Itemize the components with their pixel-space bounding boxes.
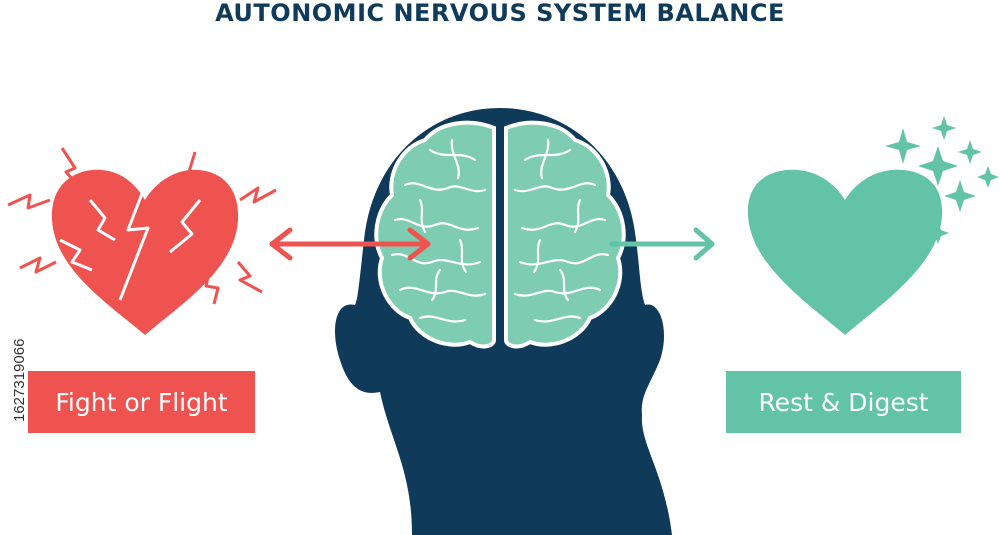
double-arrow-icon (269, 227, 431, 261)
diagram-title: AUTONOMIC NERVOUS SYSTEM BALANCE (215, 0, 785, 27)
fight-or-flight-label: Fight or Flight (28, 371, 255, 433)
right-arrow-icon (609, 227, 715, 261)
rest-and-digest-label: Rest & Digest (726, 371, 961, 433)
brain-icon (374, 120, 626, 349)
broken-heart-icon (7, 147, 277, 335)
calm-heart-icon (747, 169, 943, 335)
head-silhouette-icon (335, 108, 672, 535)
sparkle-icon (870, 116, 999, 244)
